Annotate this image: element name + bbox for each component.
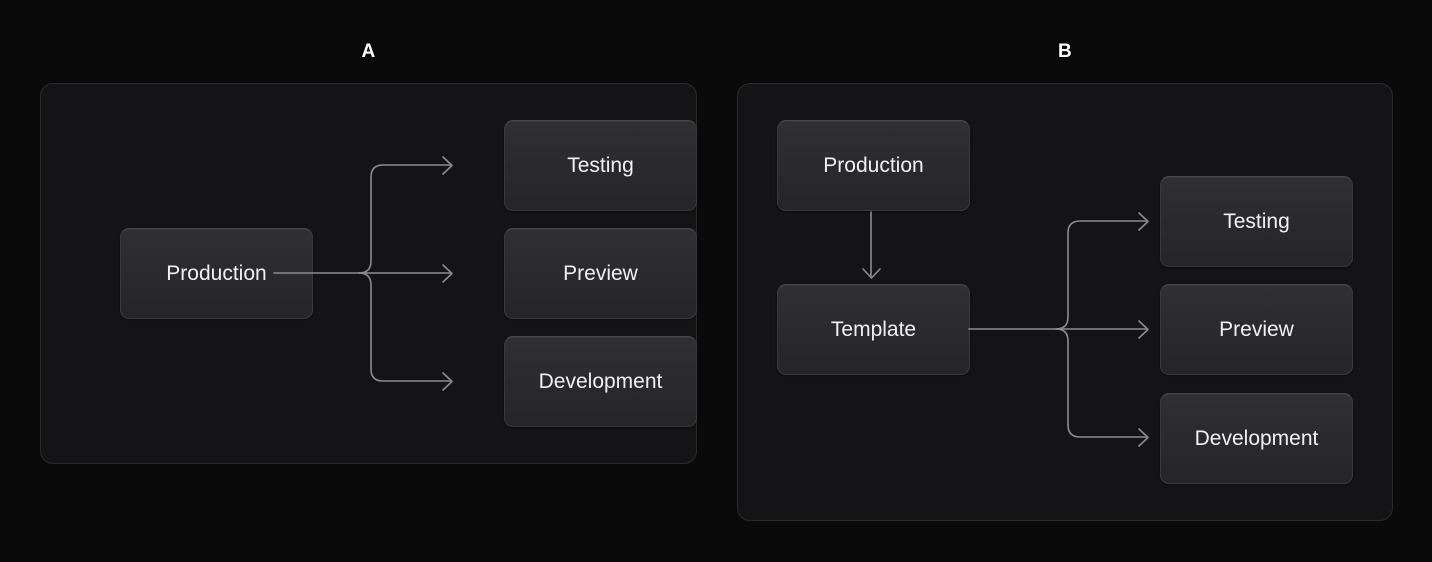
node-b-testing-label: Testing bbox=[1223, 210, 1290, 233]
node-b-production-label: Production bbox=[823, 154, 924, 177]
node-b-development[interactable]: Development bbox=[1160, 393, 1353, 484]
panel-b: B Production Template Testing Preview De… bbox=[737, 42, 1393, 521]
node-b-template[interactable]: Template bbox=[777, 284, 970, 375]
node-a-preview[interactable]: Preview bbox=[504, 228, 697, 319]
node-b-template-label: Template bbox=[830, 318, 917, 341]
node-b-development-label: Development bbox=[1194, 427, 1319, 450]
panel-b-caption: B bbox=[1058, 41, 1072, 62]
node-a-production[interactable]: Production bbox=[120, 228, 313, 319]
panel-a-caption: A bbox=[361, 41, 376, 62]
node-a-testing[interactable]: Testing bbox=[504, 120, 697, 211]
panel-a: A Production Testing Preview Development bbox=[40, 42, 697, 464]
node-b-preview[interactable]: Preview bbox=[1160, 284, 1353, 375]
node-a-production-label: Production bbox=[166, 262, 267, 285]
node-a-development[interactable]: Development bbox=[504, 336, 697, 427]
node-b-preview-label: Preview bbox=[1219, 318, 1294, 341]
node-b-testing[interactable]: Testing bbox=[1160, 176, 1353, 267]
node-b-production[interactable]: Production bbox=[777, 120, 970, 211]
node-a-preview-label: Preview bbox=[563, 262, 638, 285]
node-a-testing-label: Testing bbox=[567, 154, 634, 177]
node-a-development-label: Development bbox=[538, 370, 663, 393]
